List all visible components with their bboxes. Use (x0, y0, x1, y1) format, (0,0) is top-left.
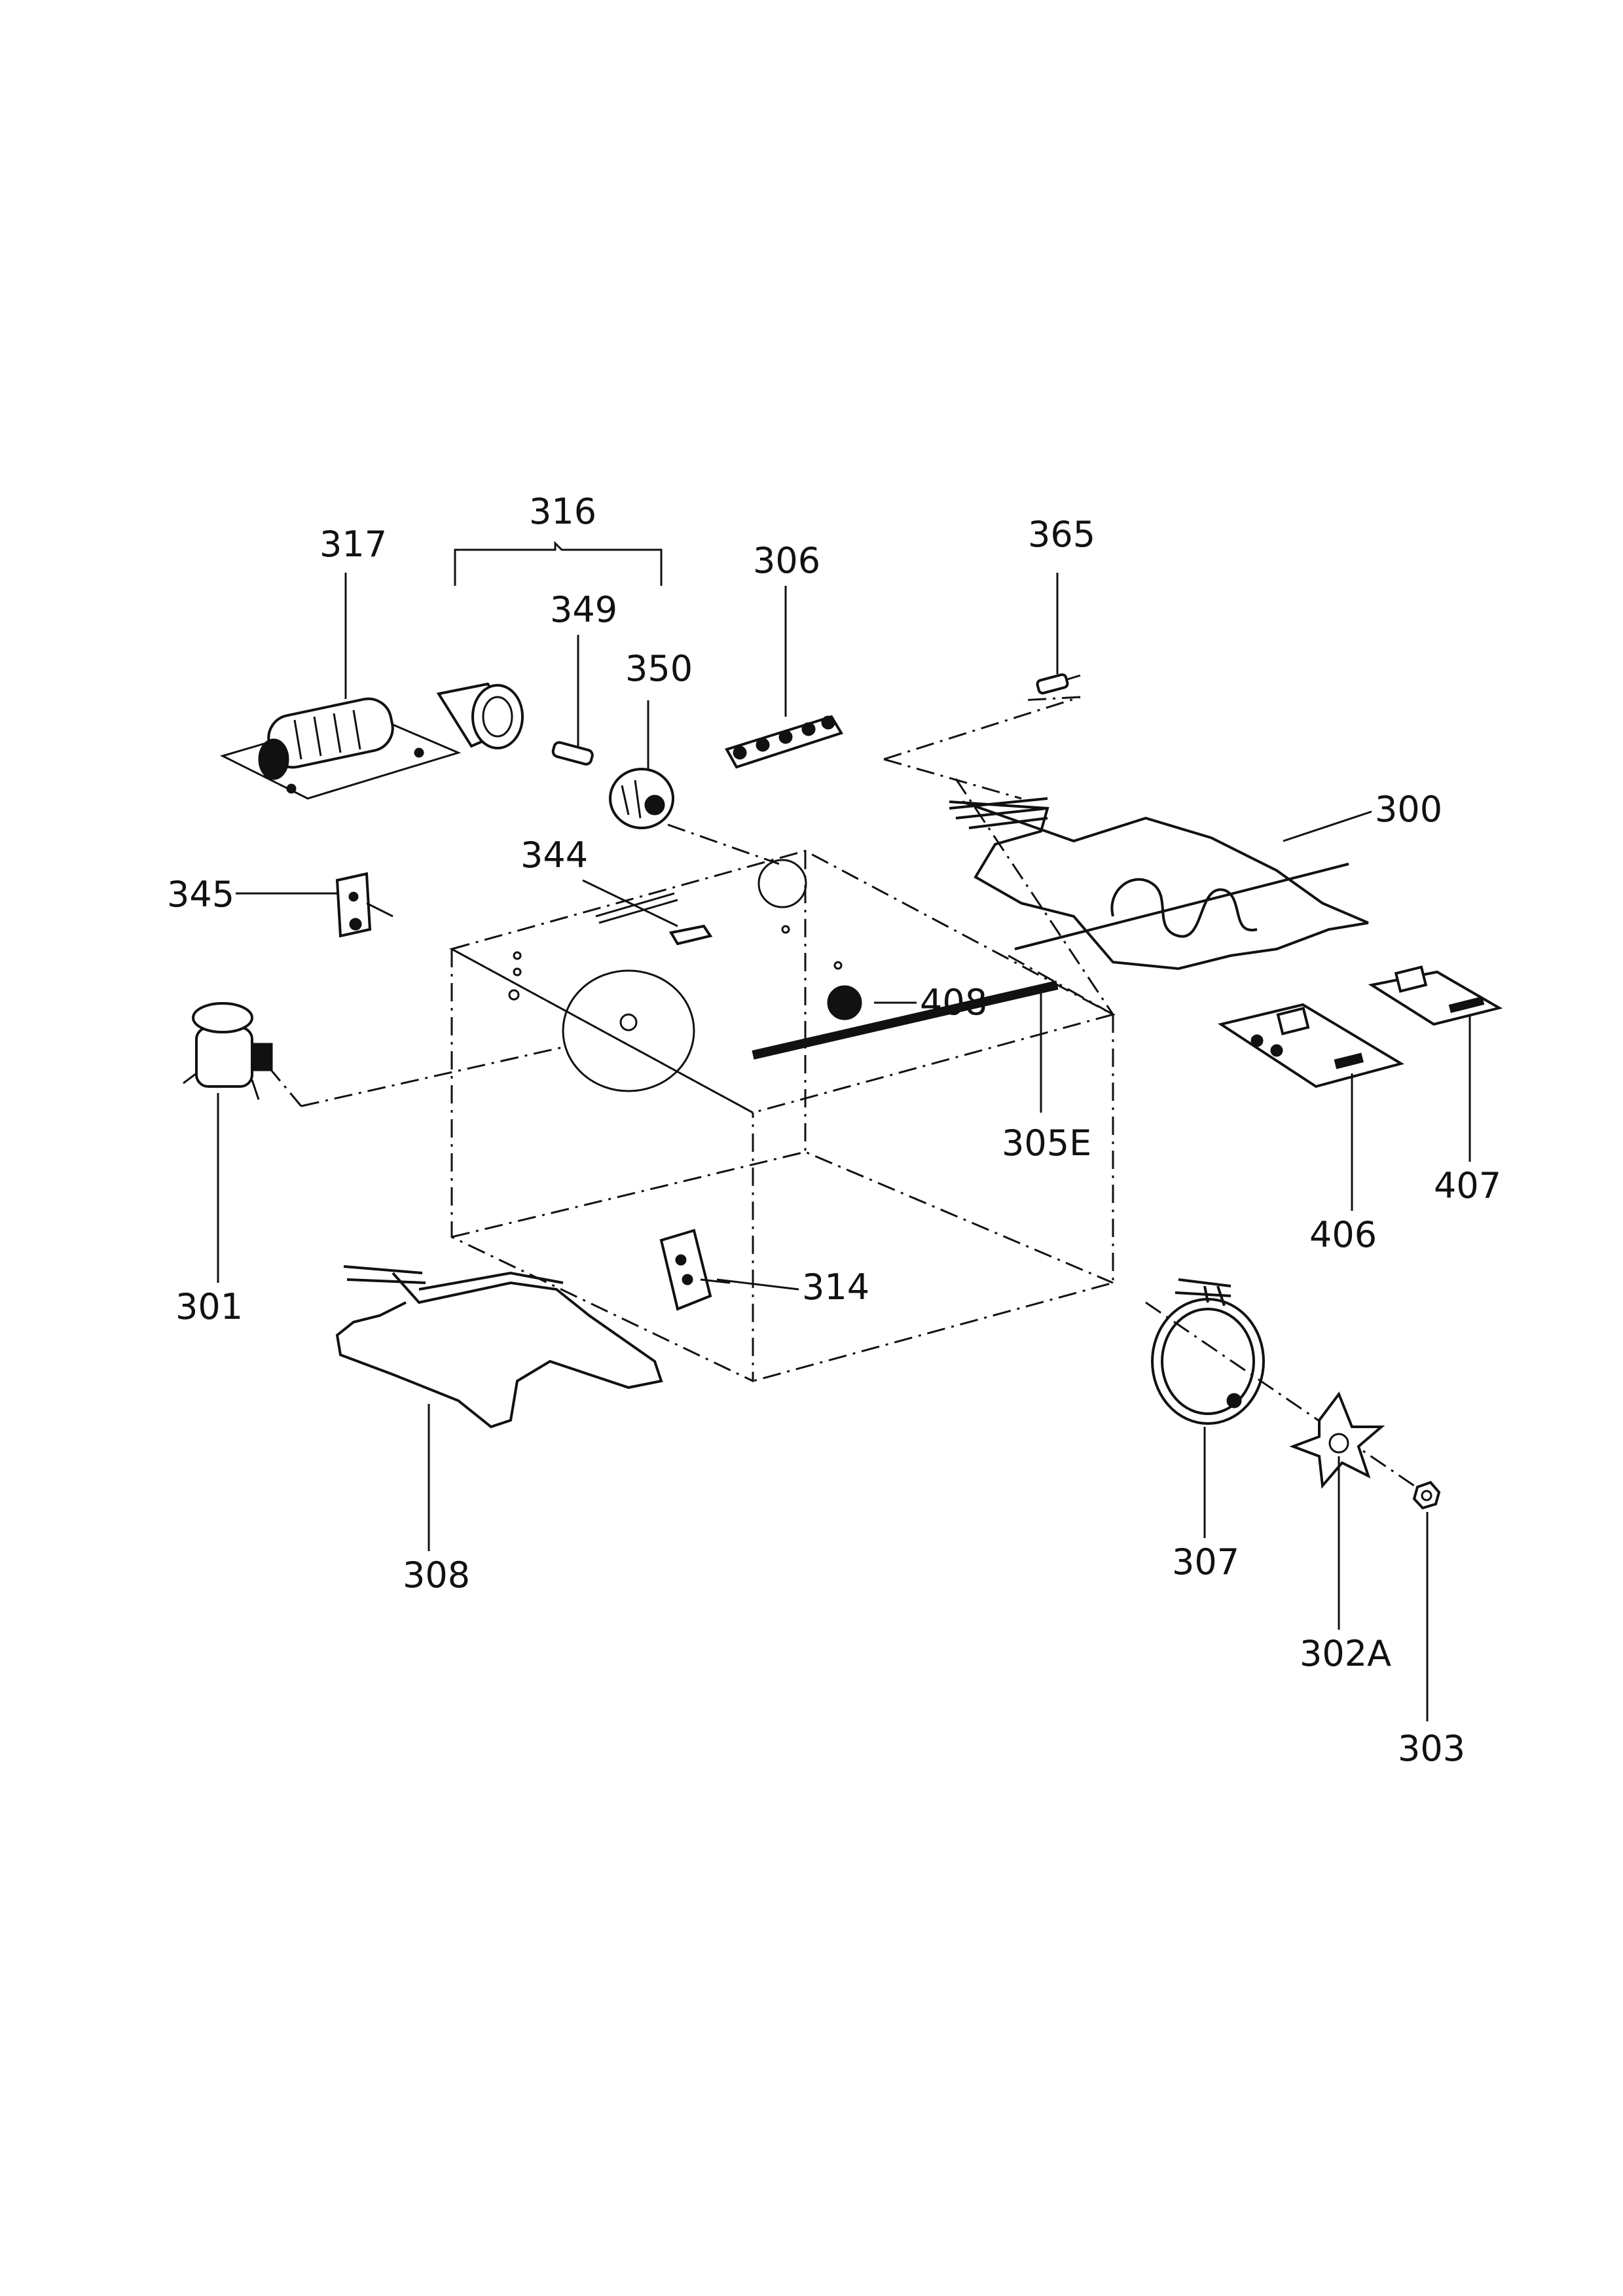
label-316: 316 (529, 491, 596, 532)
grill-element-part (949, 797, 1369, 971)
connector-part (1036, 673, 1081, 695)
label-301: 301 (175, 1286, 243, 1327)
fan-blade-part (1289, 1391, 1385, 1489)
control-board-406-part (1218, 1003, 1405, 1088)
label-344: 344 (520, 834, 588, 876)
oven-cavity (449, 850, 1116, 1383)
label-406: 406 (1309, 1214, 1377, 1255)
assembly-lines (267, 696, 1415, 1487)
label-300: 300 (1375, 789, 1442, 830)
part-labels: 317 316 349 350 306 365 300 345 344 408 … (167, 491, 1501, 1769)
label-302a: 302A (1300, 1633, 1391, 1674)
label-314: 314 (802, 1266, 869, 1308)
seal-strip-part (752, 980, 1059, 1060)
label-307: 307 (1172, 1541, 1239, 1583)
tangential-fan-part (219, 697, 462, 800)
label-350: 350 (625, 648, 693, 689)
label-308: 308 (403, 1554, 470, 1596)
terminal-block-part (725, 715, 844, 769)
label-365: 365 (1028, 514, 1095, 555)
control-board-407-part (1368, 965, 1503, 1026)
label-305e: 305E (1002, 1122, 1091, 1164)
label-306: 306 (753, 540, 820, 581)
label-303: 303 (1398, 1728, 1465, 1769)
label-345: 345 (167, 874, 234, 915)
label-408: 408 (920, 982, 987, 1023)
label-349: 349 (550, 589, 617, 630)
label-407: 407 (1434, 1165, 1501, 1206)
label-317: 317 (319, 524, 387, 565)
bracket-part (335, 872, 393, 938)
clip-part (595, 892, 713, 946)
lamp-assembly-part (436, 682, 674, 829)
switch-part (659, 1229, 731, 1311)
circular-element-part (1151, 1278, 1265, 1425)
lower-element-part (335, 1265, 663, 1429)
nut-part (1412, 1480, 1441, 1510)
leader-lines (217, 541, 1471, 1721)
motor-part (183, 1002, 273, 1100)
grommet-part (827, 985, 862, 1020)
